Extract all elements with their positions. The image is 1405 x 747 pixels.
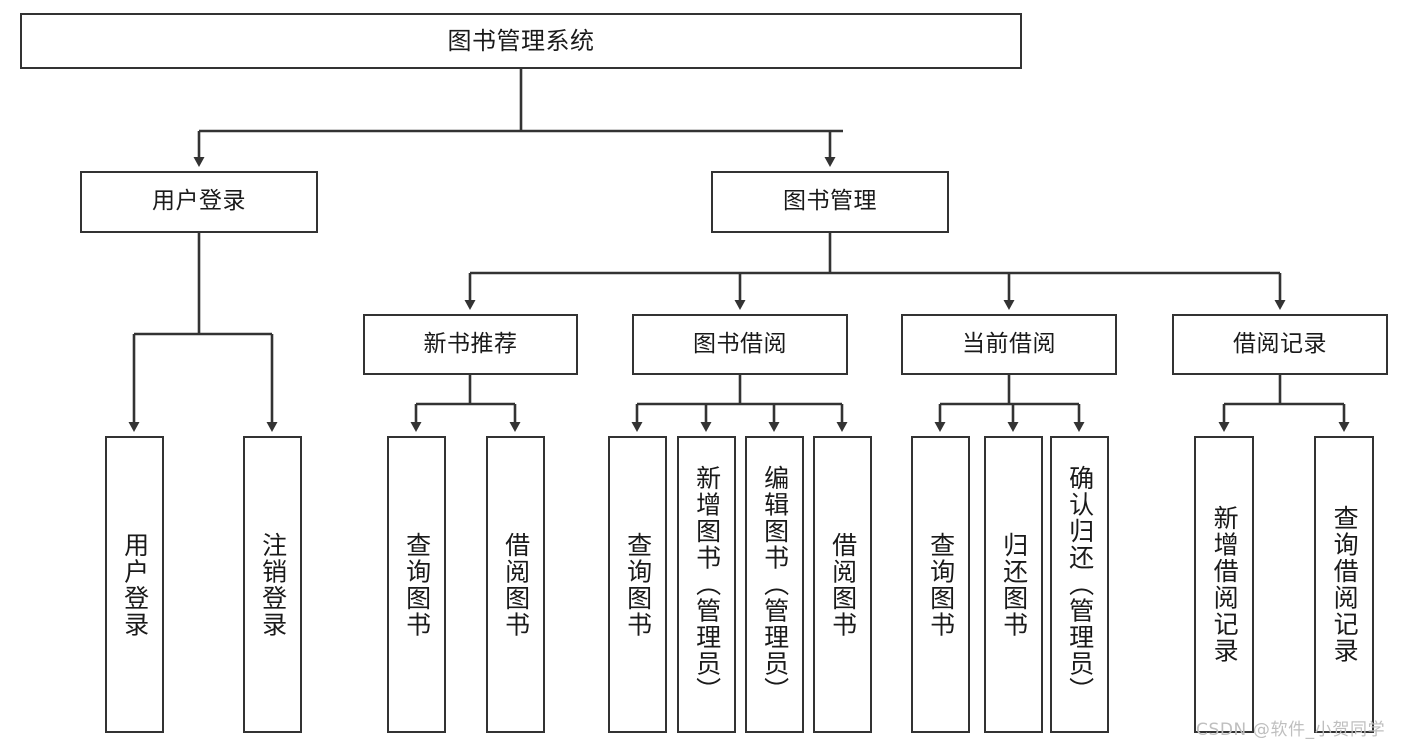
node-user-login[interactable]: 用户登录	[80, 171, 318, 233]
csdn-watermark: CSDN @软件_小贺同学	[1196, 720, 1386, 740]
leaf-query-book-current[interactable]: 查询图书	[911, 436, 970, 733]
leaf-borrow-book-label: 借阅图书	[828, 531, 858, 638]
leaf-add-book-admin[interactable]: 新增图书（管理员）	[677, 436, 736, 733]
leaf-borrow-book-newbook[interactable]: 借阅图书	[486, 436, 545, 733]
leaf-return-book-label: 归还图书	[999, 531, 1029, 638]
node-borrow-record[interactable]: 借阅记录	[1172, 314, 1388, 375]
leaf-confirm-return-admin[interactable]: 确认归还（管理员）	[1050, 436, 1109, 733]
leaf-add-borrow-record-label: 新增借阅记录	[1210, 505, 1240, 664]
leaf-query-book-borrow-label: 查询图书	[623, 531, 653, 638]
leaf-edit-book-admin[interactable]: 编辑图书（管理员）	[745, 436, 804, 733]
leaf-query-book-borrow[interactable]: 查询图书	[608, 436, 667, 733]
node-book-borrow[interactable]: 图书借阅	[632, 314, 848, 375]
node-root[interactable]: 图书管理系统	[20, 13, 1022, 69]
leaf-query-borrow-record[interactable]: 查询借阅记录	[1314, 436, 1374, 733]
leaf-query-book-newbook-label: 查询图书	[402, 531, 432, 638]
leaf-user-login-label: 用户登录	[120, 531, 150, 638]
leaf-logout-label: 注销登录	[258, 531, 288, 638]
leaf-logout[interactable]: 注销登录	[243, 436, 302, 733]
leaf-borrow-book-newbook-label: 借阅图书	[501, 531, 531, 638]
node-current-borrow[interactable]: 当前借阅	[901, 314, 1117, 375]
node-new-book-recommend-label: 新书推荐	[423, 330, 518, 357]
leaf-query-book-current-label: 查询图书	[926, 531, 956, 638]
leaf-edit-book-admin-label: 编辑图书（管理员）	[760, 465, 790, 704]
leaf-confirm-return-admin-label: 确认归还（管理员）	[1065, 465, 1095, 704]
leaf-user-login[interactable]: 用户登录	[105, 436, 164, 733]
node-user-login-label: 用户登录	[152, 188, 246, 215]
leaf-borrow-book[interactable]: 借阅图书	[813, 436, 872, 733]
leaf-add-borrow-record[interactable]: 新增借阅记录	[1194, 436, 1254, 733]
node-book-management[interactable]: 图书管理	[711, 171, 949, 233]
node-book-borrow-label: 图书借阅	[693, 330, 787, 357]
leaf-query-book-newbook[interactable]: 查询图书	[387, 436, 446, 733]
node-current-borrow-label: 当前借阅	[962, 330, 1056, 357]
leaf-query-borrow-record-label: 查询借阅记录	[1330, 505, 1360, 664]
node-new-book-recommend[interactable]: 新书推荐	[363, 314, 578, 375]
leaf-return-book[interactable]: 归还图书	[984, 436, 1043, 733]
leaf-add-book-admin-label: 新增图书（管理员）	[692, 465, 722, 704]
node-borrow-record-label: 借阅记录	[1233, 330, 1327, 357]
node-root-label: 图书管理系统	[447, 26, 595, 55]
node-book-management-label: 图书管理	[783, 188, 877, 215]
